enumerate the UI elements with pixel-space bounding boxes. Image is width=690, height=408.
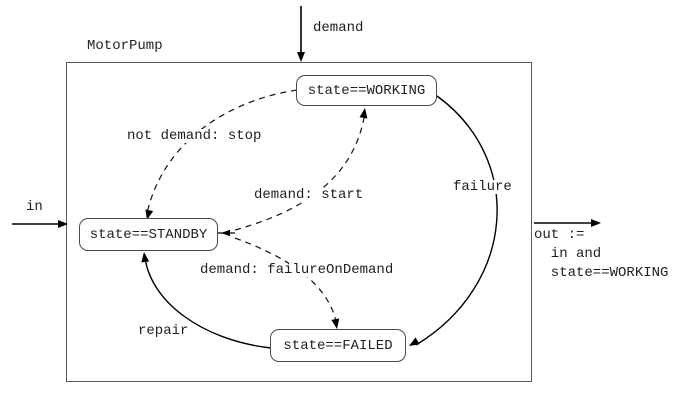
transition-failure (409, 95, 498, 346)
state-label-working: state==WORKING (307, 82, 426, 99)
transition-label-repair: repair (136, 323, 191, 339)
transition-repair (141, 252, 272, 349)
state-node-failed: state==FAILED (270, 329, 406, 362)
arrowhead-right-icon (591, 219, 601, 227)
state-label-standby: state==STANDBY (89, 226, 208, 243)
output-arrow-out (534, 219, 601, 227)
arrowhead-right-icon (58, 220, 68, 228)
output-expression-line: state==WORKING (534, 265, 669, 281)
transition-stop (145, 89, 298, 220)
transition-label-failure: failure (451, 179, 514, 195)
output-expression: out := in and state==WORKING (534, 226, 668, 283)
state-node-working: state==WORKING (296, 75, 437, 106)
input-port-label-demand: demand (311, 20, 366, 36)
arrowhead-left-icon (221, 229, 230, 237)
arrowhead-up-icon (141, 252, 150, 263)
arrowhead-down-icon (297, 52, 305, 62)
arrowhead-down-icon (331, 318, 340, 329)
transition-label-stop: not demand: stop (125, 128, 264, 144)
transition-stop-curve (146, 89, 298, 214)
transition-repair-curve (144, 256, 272, 349)
state-label-failed: state==FAILED (283, 337, 393, 354)
component-label: MotorPump (85, 38, 165, 54)
arrowhead-down-icon (145, 209, 154, 220)
arrowhead-left-icon (409, 337, 420, 346)
state-node-standby: state==STANDBY (79, 218, 218, 251)
transition-label-start: demand: start (252, 187, 366, 203)
transition-start-curve (234, 111, 366, 231)
transition-failure-on-demand-curve (234, 237, 338, 327)
input-arrow-in (12, 220, 68, 228)
transition-failure-curve (415, 95, 498, 346)
transition-start (234, 108, 368, 231)
arrowhead-up-icon (359, 108, 368, 119)
component-boundary (66, 62, 532, 382)
standby-junction (218, 229, 235, 237)
transition-failure-on-demand (234, 237, 340, 329)
output-expression-line: in and (534, 246, 602, 262)
input-arrow-demand (297, 6, 305, 62)
transition-label-failure-on-demand: demand: failureOnDemand (198, 262, 396, 278)
input-port-label-in: in (24, 199, 45, 215)
output-expression-line: out := (534, 227, 585, 243)
